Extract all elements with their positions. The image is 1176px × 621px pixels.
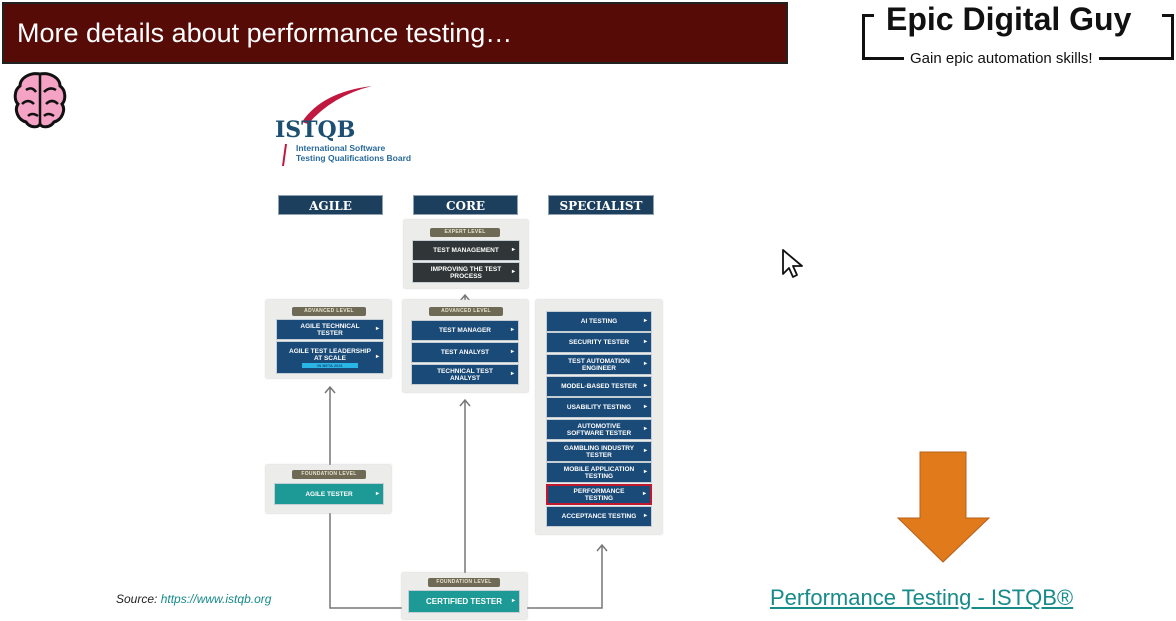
- item-label: SECURITY TESTER: [568, 339, 630, 346]
- chevron-right-icon: ▸: [643, 513, 647, 519]
- level-label: FOUNDATION LEVEL: [428, 578, 500, 587]
- chevron-right-icon: ▸: [375, 354, 379, 360]
- item-label: CERTIFIED TESTER: [425, 597, 502, 606]
- slide-title: More details about performance testing…: [17, 18, 513, 48]
- istqb-subtitle-1: International Software: [296, 143, 386, 153]
- chevron-right-icon: ▸: [643, 383, 647, 389]
- item-label: MODEL-BASED TESTER: [561, 383, 637, 390]
- item-label: AI TESTING: [580, 318, 618, 325]
- cert-security-tester[interactable]: SECURITY TESTER ▸: [546, 332, 652, 353]
- item-label: TEST AUTOMATION ENGINEER: [568, 357, 630, 372]
- slide-title-bar: More details about performance testing…: [2, 2, 788, 64]
- cert-performance-testing[interactable]: PERFORMANCE TESTING ▸: [546, 484, 652, 505]
- chevron-right-icon: ▸: [643, 361, 647, 367]
- cert-usability-testing[interactable]: USABILITY TESTING ▸: [546, 397, 652, 418]
- column-header-agile: AGILE: [278, 195, 383, 215]
- item-label: AGILE TECHNICAL TESTER: [300, 322, 360, 337]
- item-label: USABILITY TESTING: [566, 404, 632, 411]
- item-label: AGILE TEST LEADERSHIP AT SCALE: [289, 347, 371, 362]
- brain-icon: [13, 72, 67, 129]
- chevron-right-icon: ▸: [375, 490, 379, 497]
- source-label: Source:: [116, 592, 158, 606]
- cert-mobile-application-testing[interactable]: MOBILE APPLICATION TESTING ▸: [546, 462, 652, 483]
- brand-logo: Epic Digital Guy Gain epic automation sk…: [862, 1, 1174, 67]
- item-label: TEST MANAGER: [439, 327, 491, 334]
- cert-model-based-tester[interactable]: MODEL-BASED TESTER ▸: [546, 376, 652, 397]
- cert-test-manager[interactable]: TEST MANAGER ▸: [411, 320, 519, 341]
- chevron-right-icon: ▸: [511, 598, 515, 604]
- chevron-right-icon: ▸: [643, 426, 647, 432]
- level-label: ADVANCED LEVEL: [292, 307, 366, 316]
- item-label: MOBILE APPLICATION TESTING: [563, 465, 635, 480]
- chevron-right-icon: ▸: [375, 326, 379, 332]
- item-label: IMPROVING THE TEST PROCESS: [430, 265, 502, 280]
- cert-certified-tester[interactable]: CERTIFIED TESTER ▸: [408, 590, 520, 613]
- item-label: AUTOMOTIVE SOFTWARE TESTER: [566, 422, 632, 437]
- cert-test-management[interactable]: TEST MANAGEMENT ▸: [412, 240, 520, 261]
- chevron-right-icon: ▸: [510, 349, 514, 355]
- istqb-subtitle-2: Testing Qualifications Board: [296, 153, 412, 163]
- cert-improving-test-process[interactable]: IMPROVING THE TEST PROCESS ▸: [412, 262, 520, 283]
- expert-level-box: EXPERT LEVEL TEST MANAGEMENT ▸ IMPROVING …: [404, 220, 528, 288]
- istqb-logo: ISTQB International Software Testing Qua…: [272, 84, 422, 168]
- chevron-right-icon: ▸: [643, 339, 647, 345]
- cert-test-analyst[interactable]: TEST ANALYST ▸: [411, 342, 519, 363]
- column-header-core: CORE: [413, 195, 518, 215]
- core-foundation-box: FOUNDATION LEVEL CERTIFIED TESTER ▸: [402, 573, 527, 619]
- cert-test-automation-engineer[interactable]: TEST AUTOMATION ENGINEER ▸: [546, 354, 652, 375]
- cert-acceptance-testing[interactable]: ACCEPTANCE TESTING ▸: [546, 506, 652, 527]
- chevron-right-icon: ▸: [510, 327, 514, 333]
- chevron-right-icon: ▸: [643, 318, 647, 324]
- cert-ai-testing[interactable]: AI TESTING ▸: [546, 311, 652, 332]
- source-note: Source: https://www.istqb.org: [116, 592, 271, 606]
- item-label: TEST ANALYST: [440, 349, 490, 356]
- cert-technical-test-analyst[interactable]: TECHNICAL TEST ANALYST ▸: [411, 364, 519, 385]
- cert-agile-technical-tester[interactable]: AGILE TECHNICAL TESTER ▸: [276, 319, 384, 340]
- agile-foundation-box: FOUNDATION LEVEL AGILE TESTER ▸: [266, 465, 391, 513]
- cert-agile-tester[interactable]: AGILE TESTER ▸: [274, 483, 384, 505]
- column-header-specialist: SPECIALIST: [548, 195, 654, 215]
- chevron-right-icon: ▸: [643, 404, 647, 410]
- brand-tagline: Gain epic automation skills!: [904, 50, 1099, 67]
- mouse-cursor-icon: [782, 249, 803, 278]
- level-label: EXPERT LEVEL: [430, 228, 500, 237]
- item-label: TEST MANAGEMENT: [433, 247, 499, 254]
- specialist-box: AI TESTING▸SECURITY TESTER▸TEST AUTOMATI…: [536, 300, 662, 534]
- item-label: ACCEPTANCE TESTING: [561, 513, 637, 520]
- down-arrow-icon: [896, 451, 991, 563]
- item-label: GAMBLING INDUSTRY TESTER: [563, 444, 635, 459]
- brand-name: Epic Digital Guy: [882, 1, 1136, 38]
- chevron-right-icon: ▸: [642, 491, 646, 497]
- level-label: ADVANCED LEVEL: [429, 307, 503, 316]
- source-link[interactable]: https://www.istqb.org: [160, 592, 272, 606]
- chevron-right-icon: ▸: [511, 269, 515, 275]
- item-label: PERFORMANCE TESTING: [573, 487, 625, 502]
- chevron-right-icon: ▸: [643, 469, 647, 475]
- level-label: FOUNDATION LEVEL: [292, 470, 366, 479]
- cert-automotive-software-tester[interactable]: AUTOMOTIVE SOFTWARE TESTER ▸: [546, 419, 652, 440]
- chevron-right-icon: ▸: [510, 371, 514, 377]
- chevron-right-icon: ▸: [511, 247, 515, 253]
- item-label: AGILE TESTER: [305, 490, 353, 498]
- core-advanced-box: ADVANCED LEVEL TEST MANAGER ▸ TEST ANALYS…: [403, 300, 528, 392]
- item-label: TECHNICAL TEST ANALYST: [437, 367, 493, 382]
- istqb-logo-text: ISTQB: [275, 117, 356, 143]
- agile-advanced-box: ADVANCED LEVEL AGILE TECHNICAL TESTER ▸ A…: [266, 300, 391, 378]
- cert-gambling-industry-tester[interactable]: GAMBLING INDUSTRY TESTER ▸: [546, 441, 652, 462]
- beta-badge: IN BETA 2021: [302, 362, 358, 368]
- chevron-right-icon: ▸: [643, 448, 647, 454]
- performance-testing-link[interactable]: Performance Testing - ISTQB®: [770, 585, 1074, 610]
